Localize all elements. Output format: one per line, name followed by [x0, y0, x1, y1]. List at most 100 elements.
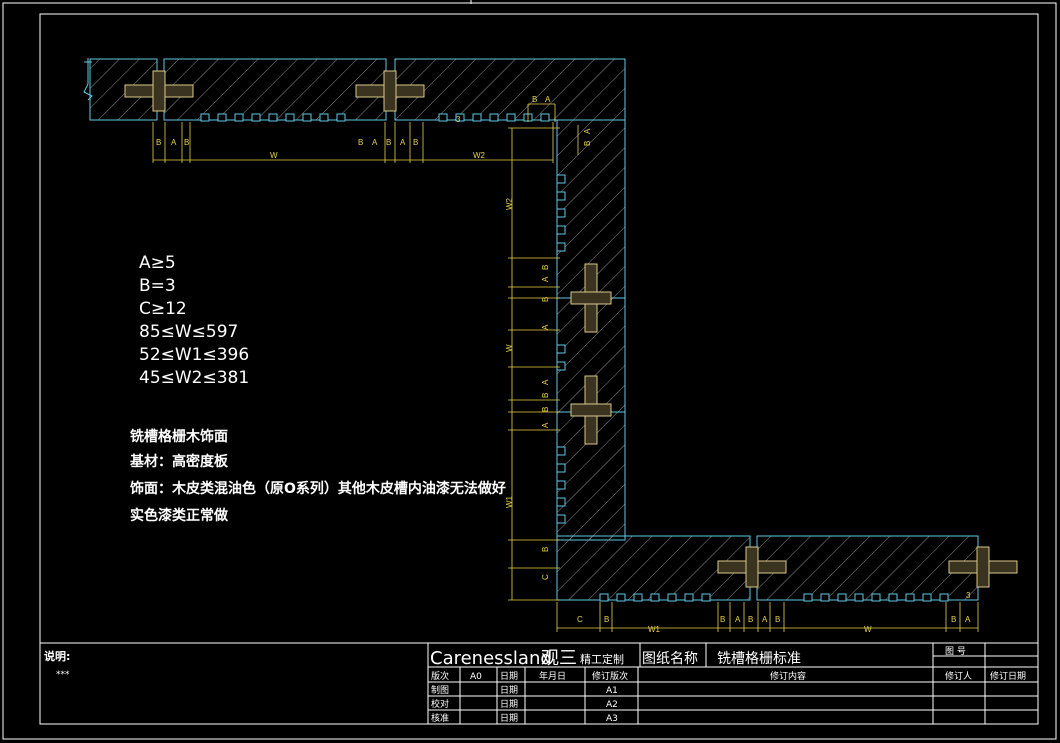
groove — [319, 113, 329, 122]
brand-tag: 精工定制 — [580, 652, 624, 666]
top-panel-group — [83, 58, 626, 121]
groove — [251, 113, 261, 122]
connector-bar — [383, 70, 397, 112]
dim-label: B — [358, 138, 363, 147]
dim-label: B — [541, 407, 550, 412]
dimension-lines — [152, 103, 979, 632]
spec-line-6: 45≤W2≤381 — [139, 368, 249, 388]
spec-line-4: 85≤W≤597 — [139, 322, 238, 342]
row-date-label: 日期 — [500, 685, 518, 696]
spec-line-3: C≥12 — [139, 299, 187, 319]
cross-connector — [948, 546, 1018, 588]
dim-label: W2 — [473, 151, 486, 160]
spec-line-5: 52≤W1≤396 — [139, 345, 249, 365]
dim-label: B — [156, 138, 161, 147]
title-header-row: 版次 A0 日期 年月日 修订版次 修订内容 修订人 修订日期 — [431, 670, 1026, 682]
break-mark — [83, 58, 93, 101]
groove — [556, 446, 566, 456]
connector-bar — [976, 546, 990, 588]
groove — [616, 593, 626, 602]
groove — [556, 497, 566, 507]
groove — [556, 242, 566, 252]
groove-teeth — [200, 113, 949, 602]
spec-block: A≥5 B=3 C≥12 85≤W≤597 52≤W1≤396 45≤W2≤38… — [139, 253, 249, 388]
groove — [506, 113, 516, 122]
groove — [438, 113, 448, 122]
groove — [556, 191, 566, 201]
dim-label: W1 — [505, 495, 514, 508]
connector-bar — [745, 546, 759, 588]
connector-bar — [570, 291, 612, 305]
dim-label: W — [505, 344, 514, 352]
dim-label: A — [545, 95, 551, 104]
groove — [667, 593, 677, 602]
row-rev: A1 — [606, 686, 618, 696]
note-line-1: 铣槽格栅木饰面 — [130, 428, 228, 445]
dim-label: B — [720, 615, 725, 624]
groove — [285, 113, 295, 122]
hdr-ymd: 年月日 — [539, 670, 566, 682]
hdr-reviser: 修订人 — [945, 670, 972, 682]
groove — [217, 113, 227, 122]
dim-label: B — [184, 138, 189, 147]
groove — [820, 593, 830, 602]
drawing-name: 铣槽格栅标准 — [717, 651, 801, 667]
dim-label: B — [604, 615, 609, 624]
groove — [556, 514, 566, 524]
groove — [803, 593, 813, 602]
notes-block: 铣槽格栅木饰面 基材：高密度板 饰面：木皮类混油色（原O系列）其他木皮槽内油漆无… — [130, 428, 506, 524]
dim-label: A — [583, 128, 592, 134]
dim-label: B — [413, 138, 418, 147]
brand-name: Carenessland — [430, 648, 552, 669]
title-block-lines — [40, 642, 1038, 724]
dim-label: A — [965, 615, 971, 624]
panel-bottom-2 — [756, 535, 979, 601]
dim-label: B — [951, 615, 956, 624]
row-role: 核准 — [431, 712, 449, 724]
hdr-rev-date: 修订日期 — [990, 670, 1026, 682]
cross-connector — [717, 546, 787, 588]
note-line-4: 实色漆类正常做 — [130, 507, 229, 524]
dim-label: B — [541, 265, 550, 270]
row-role: 制图 — [431, 684, 449, 696]
groove — [472, 113, 482, 122]
groove — [302, 113, 312, 122]
dim-label: W2 — [505, 197, 514, 210]
dim-label: B — [775, 615, 780, 624]
groove — [837, 593, 847, 602]
legend-label: 说明: — [44, 649, 70, 663]
groove — [234, 113, 244, 122]
brand-cn: 观三 — [541, 648, 577, 669]
groove — [455, 113, 465, 122]
dim-label: W — [270, 151, 278, 160]
hdr-rev: 修订版次 — [592, 670, 628, 682]
groove — [556, 225, 566, 235]
cross-connector — [570, 375, 612, 445]
dim-label: B — [386, 138, 391, 147]
dim-label: A — [541, 422, 550, 428]
drawing-name-label: 图纸名称 — [642, 651, 698, 667]
connector-bar — [570, 403, 612, 417]
row-rev: A2 — [606, 700, 618, 710]
groove — [540, 113, 550, 122]
groove — [701, 593, 711, 602]
legend-value: *** — [56, 670, 70, 680]
dim-label: 3 — [456, 115, 461, 124]
groove — [888, 593, 898, 602]
groove — [268, 113, 278, 122]
groove — [556, 463, 566, 473]
hdr-date: 日期 — [500, 671, 518, 682]
groove — [684, 593, 694, 602]
drawing-no-label: 图 号 — [945, 646, 966, 657]
dim-label: B — [748, 615, 753, 624]
groove — [336, 113, 346, 122]
panel-top-2 — [163, 58, 387, 121]
dim-label: A — [400, 138, 406, 147]
groove — [871, 593, 881, 602]
panel-top-3 — [394, 58, 626, 121]
dim-label: A — [541, 379, 550, 385]
groove — [650, 593, 660, 602]
